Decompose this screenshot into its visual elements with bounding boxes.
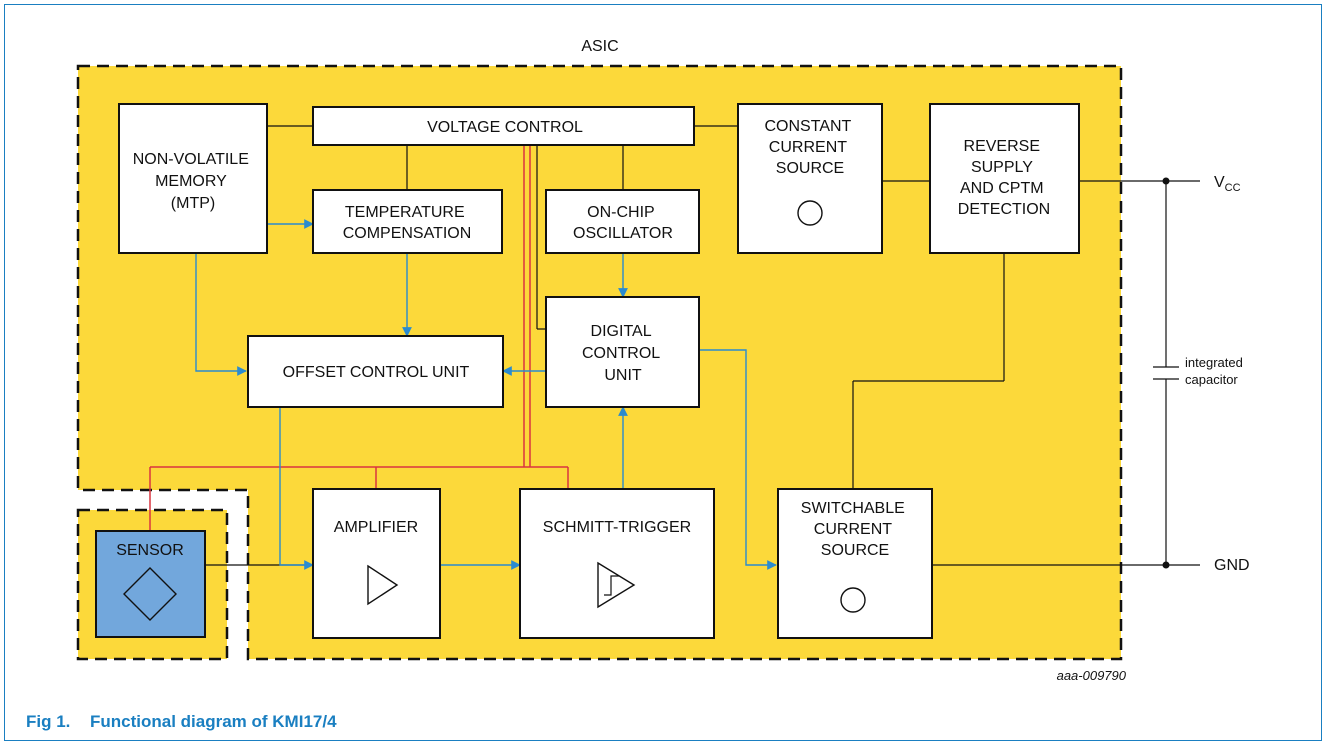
amplifier-symbol-icon (367, 564, 399, 606)
temp-comp-label: TEMPERATURE COMPENSATION (343, 204, 472, 242)
digital-control-block (545, 296, 700, 408)
schmitt-trigger-label: SCHMITT-TRIGGER (543, 519, 691, 536)
switchable-current-block (777, 488, 933, 639)
figure-id: aaa-009790 (1057, 668, 1127, 683)
amplifier-label: AMPLIFIER (334, 519, 418, 536)
figure-caption: Fig 1. Functional diagram of KMI17/4 (26, 712, 337, 732)
offset-control-block (247, 335, 504, 408)
digital-control-label: DIGITAL CONTROL UNIT (582, 323, 664, 384)
nvm-block (118, 103, 268, 254)
constant-current-symbol-icon (797, 200, 823, 226)
functional-diagram: ASIC (76, 38, 1250, 683)
figure-frame (4, 4, 1322, 741)
schmitt-trigger-symbol-icon (597, 561, 636, 609)
voltage-control-label: VOLTAGE CONTROL (427, 119, 583, 136)
oscillator-block (545, 189, 700, 254)
switchable-current-label: SWITCHABLE CURRENT SOURCE (801, 500, 909, 559)
vcc-label: VCC (1214, 174, 1241, 194)
figure-title: Functional diagram of KMI17/4 (90, 712, 337, 731)
sensor-symbol-icon (123, 567, 177, 621)
temp-comp-block (312, 189, 503, 254)
reverse-supply-block (929, 103, 1080, 254)
oscillator-label: ON-CHIP OSCILLATOR (573, 204, 673, 242)
capacitor-label: integrated capacitor (1185, 355, 1246, 387)
sensor-label: SENSOR (116, 542, 184, 559)
offset-control-label: OFFSET CONTROL UNIT (283, 364, 470, 381)
constant-current-label: CONSTANT CURRENT SOURCE (765, 118, 856, 177)
switchable-current-symbol-icon (840, 587, 866, 613)
schmitt-trigger-block (519, 488, 715, 639)
asic-label: ASIC (581, 38, 618, 55)
constant-current-block (737, 103, 883, 254)
gnd-label: GND (1214, 557, 1250, 574)
figure-number: Fig 1. (26, 712, 71, 731)
reverse-supply-label: REVERSE SUPPLY AND CPTM DETECTION (958, 138, 1050, 218)
nvm-label: NON-VOLATILE MEMORY (MTP) (133, 151, 254, 212)
voltage-control-block (312, 106, 695, 146)
amplifier-block (312, 488, 441, 639)
